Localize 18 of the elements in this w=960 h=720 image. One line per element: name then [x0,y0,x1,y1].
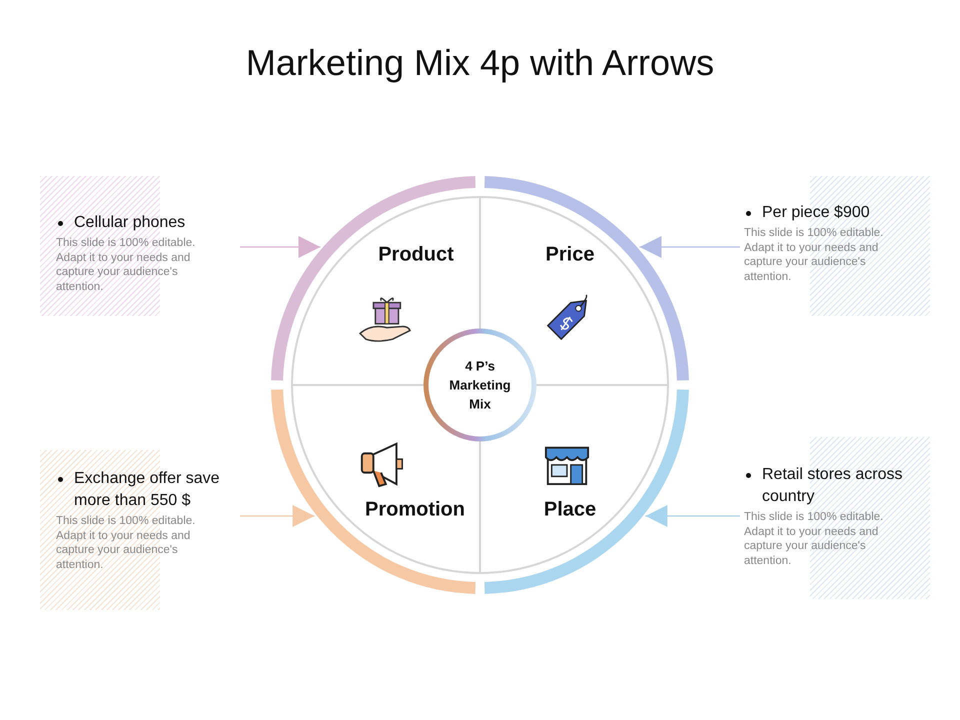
arrow [240,505,315,527]
slide-title: Marketing Mix 4p with Arrows [244,42,716,84]
segment-title: Promotion [365,498,465,522]
body-text: This slide is 100% editable. Adapt it to your needs and capture your audience's attention. [744,510,884,568]
body-text: This slide is 100% editable. Adapt it to your needs and capture your audience's attention. [56,514,196,572]
center-label: 4 P’s Marketing Mix [448,358,512,414]
body-text: This slide is 100% editable. Adapt it to your needs and capture your audience's attention. [56,236,196,294]
segment-title: Product [378,244,454,266]
arrow [640,236,740,258]
bullet-point: Cellular phones [74,213,186,233]
bullet-point: Exchange offer save more than 550 $ [74,469,221,511]
body-text: This slide is 100% editable. Adapt it to your needs and capture your audience's attention. [744,226,884,284]
arrow [240,236,320,258]
bullet-point: Retail stores across country [762,465,904,507]
segment-title: Price [546,244,594,266]
segment-title: Place [544,498,596,522]
arrow [645,505,740,527]
bullet-point: Per piece $900 [762,203,871,223]
